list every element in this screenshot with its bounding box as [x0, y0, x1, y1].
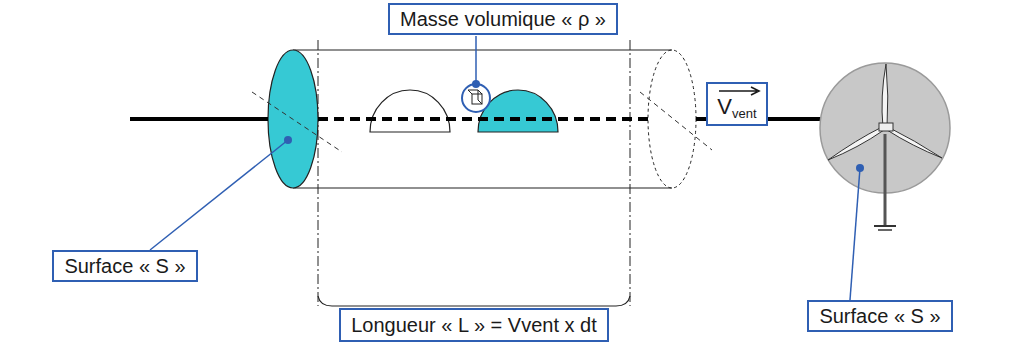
- cylinder-end: [648, 50, 696, 188]
- wind-speed-callout: Vvent: [706, 82, 768, 126]
- turbine-tower: [884, 134, 887, 226]
- ground: [874, 225, 896, 227]
- turbine-blade: [887, 127, 942, 158]
- length-callout: Longueur « L » = Vvent x dt: [339, 308, 609, 342]
- vector-arrow: [708, 84, 770, 96]
- wind-arrow: [318, 117, 648, 121]
- surface-callout: Surface « S »: [52, 250, 198, 282]
- ground: [878, 229, 892, 231]
- surface-callout: Surface « S »: [807, 300, 953, 332]
- turbine-blade: [828, 127, 884, 160]
- leader-line: [850, 168, 860, 300]
- wind-arrow: [130, 117, 268, 121]
- vector-arrow: [719, 87, 759, 95]
- leader-dot: [472, 80, 480, 88]
- section-mark: [252, 92, 342, 152]
- cylinder-edge: [293, 49, 672, 50]
- callout-text: Masse volumique « ρ »: [400, 8, 606, 31]
- leader-line: [150, 140, 288, 250]
- leader-dot: [856, 164, 864, 172]
- callout-text: Longueur « L » = Vvent x dt: [351, 314, 597, 337]
- cutaway-half: [370, 90, 450, 132]
- limit-line: [318, 40, 319, 306]
- density-callout: Masse volumique « ρ »: [388, 3, 618, 35]
- callout-text: Surface « S »: [819, 305, 940, 328]
- volume-element: [462, 84, 490, 112]
- limit-line: [630, 40, 631, 306]
- length-bracket: [318, 296, 630, 306]
- turbine-blade: [882, 64, 888, 128]
- leader-dot: [284, 136, 292, 144]
- subscript-text: vent: [732, 106, 757, 121]
- callout-text: Surface « S »: [64, 255, 185, 278]
- cube: [468, 90, 482, 104]
- leader-line: [475, 36, 477, 84]
- callout-text: V: [717, 94, 732, 120]
- nacelle: [879, 123, 893, 131]
- cylinder-edge: [293, 187, 672, 188]
